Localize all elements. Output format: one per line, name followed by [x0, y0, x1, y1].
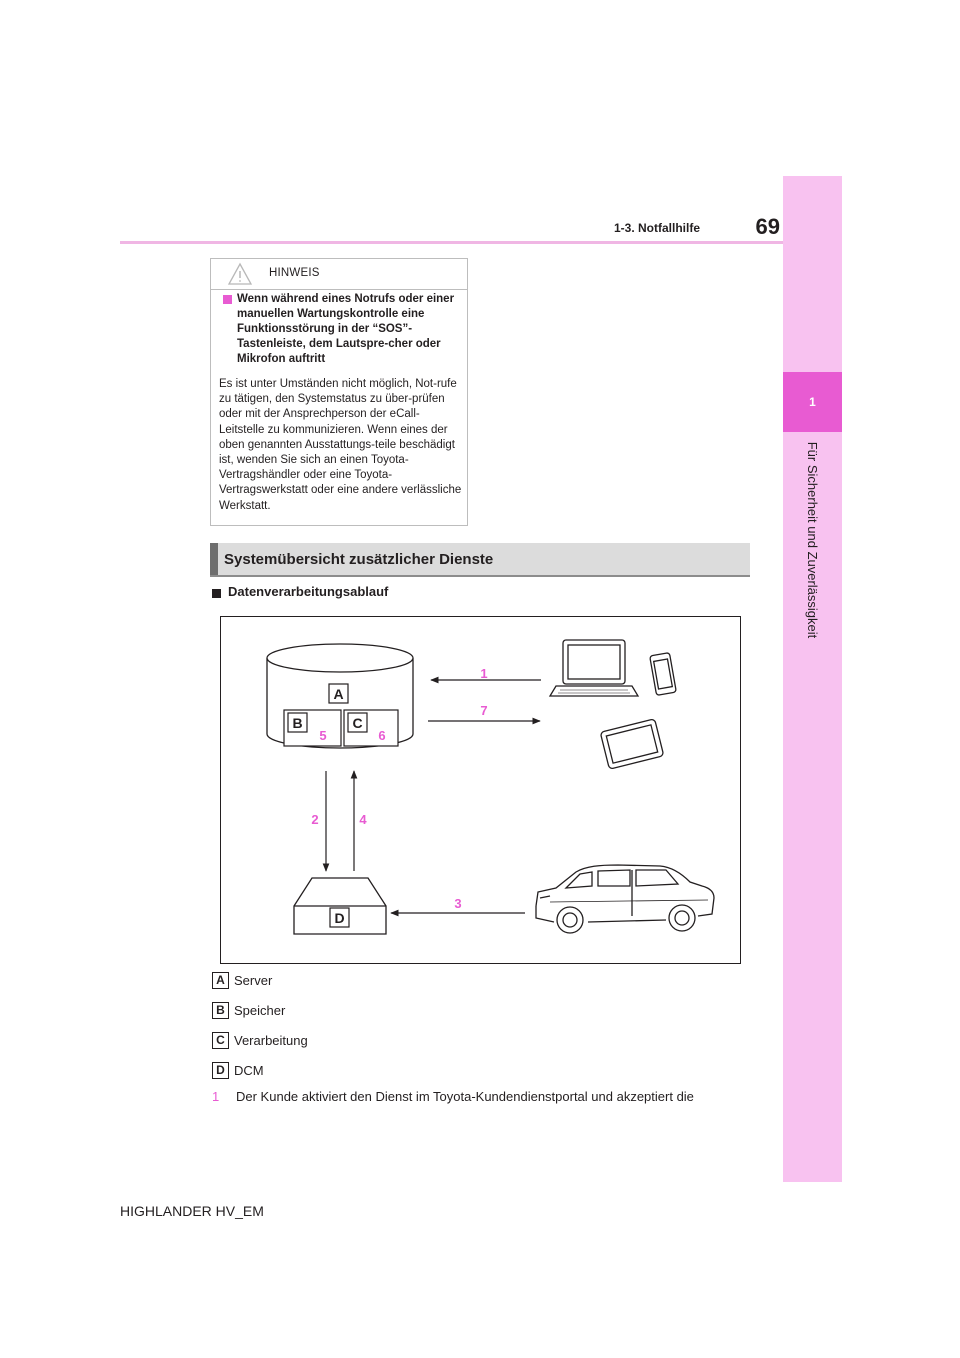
- step-text: Der Kunde aktiviert den Dienst im Toyota…: [236, 1089, 694, 1104]
- footer-model: HIGHLANDER HV_EM: [120, 1203, 264, 1219]
- note-title: HINWEIS: [269, 267, 320, 279]
- label-box-c: [347, 712, 368, 733]
- legend-text-c: Verarbeitung: [234, 1033, 308, 1048]
- data-flow-diagram: A B 5 C 6 1 7 2 4 D 3: [220, 616, 741, 964]
- label-box-d: [329, 907, 350, 928]
- header-rule: [120, 241, 783, 244]
- page-number: 69: [755, 214, 780, 239]
- note-bullet: [223, 295, 232, 304]
- legend-text-b: Speicher: [234, 1003, 286, 1018]
- car-icon: [535, 864, 715, 934]
- legend-key-d: D: [212, 1062, 229, 1079]
- chapter-tab: 1: [783, 372, 842, 432]
- legend-key-c: C: [212, 1032, 229, 1049]
- note-body: Es ist unter Umständen nicht möglich, No…: [219, 378, 462, 512]
- legend-key-a: A: [212, 972, 229, 989]
- label-d: D: [334, 910, 344, 926]
- side-band: [783, 176, 842, 1182]
- smartphone-icon: [649, 652, 677, 696]
- number-3: 3: [454, 896, 461, 911]
- legend-key-b: B: [212, 1002, 229, 1019]
- label-c: C: [352, 715, 362, 731]
- section-title-header: 1-3. Notfallhilfe: [613, 221, 700, 235]
- number-2: 2: [311, 812, 318, 827]
- diagram-frame: [220, 616, 741, 964]
- tablet-icon: [600, 718, 664, 770]
- note-box: HINWEIS Wenn während eines Notrufs oder …: [210, 258, 468, 526]
- label-b: B: [292, 715, 302, 731]
- number-4: 4: [359, 812, 367, 827]
- note-subheading: Wenn während eines Notrufs oder einer ma…: [237, 293, 455, 365]
- section-heading-accent: [210, 543, 218, 575]
- chapter-label: Für Sicherheit und Zuverlässigkeit: [805, 441, 820, 639]
- legend-text-a: Server: [234, 973, 273, 988]
- number-6: 6: [378, 728, 385, 743]
- label-box-b: [287, 712, 308, 733]
- note-header: HINWEIS: [211, 259, 467, 290]
- legend-text-d: DCM: [234, 1063, 264, 1078]
- subheading: Datenverarbeitungsablauf: [228, 584, 389, 599]
- number-7: 7: [480, 703, 487, 718]
- number-5: 5: [319, 728, 326, 743]
- subheading-bullet: [212, 589, 221, 598]
- step-number: 1: [212, 1089, 220, 1104]
- number-1: 1: [480, 666, 487, 681]
- laptop-icon: [548, 639, 640, 697]
- label-box-a: [328, 683, 349, 704]
- section-heading: Systemübersicht zusätzlicher Dienste: [224, 551, 494, 568]
- label-a: A: [333, 686, 343, 702]
- section-heading-bar: Systemübersicht zusätzlicher Dienste: [210, 543, 750, 577]
- warning-icon: [227, 262, 253, 285]
